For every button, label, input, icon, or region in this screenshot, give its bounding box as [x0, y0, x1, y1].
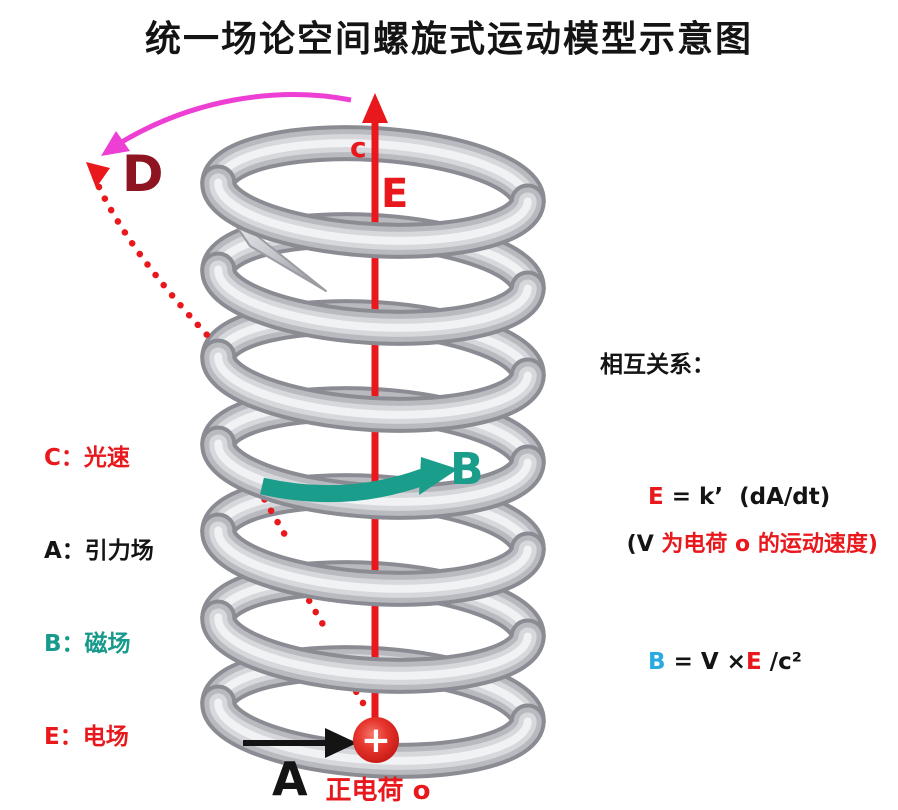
a-field-label: A: [272, 752, 308, 806]
velocity-note: (V 为电荷 o 的运动速度): [626, 532, 878, 557]
positive-charge: [353, 717, 399, 763]
equation-e: E = k’ (dA/dt): [648, 484, 831, 510]
spring-coil-segment: [214, 439, 532, 506]
b-field-label: B: [450, 444, 484, 495]
spring-coil-segment: [214, 352, 532, 419]
b-rotation-arrow: [260, 468, 426, 503]
spiral-trajectory-dots-2: [292, 574, 329, 632]
legend-item-b: B：磁场: [44, 631, 131, 657]
relations-panel: 相互关系： E = k’ (dA/dt) B = V ×E /c² ∂ B/ ∂…: [600, 283, 877, 810]
positive-charge-caption: 正电荷 o: [326, 776, 431, 806]
spring-coil-segment: [214, 265, 532, 332]
b-rotation-arrowhead-icon: [419, 457, 458, 495]
spring-coil-segment: [214, 178, 532, 245]
d-rotation-arrowhead-icon: [101, 131, 130, 156]
page-title: 统一场论空间螺旋式运动模型示意图: [144, 19, 753, 60]
field-legend: C：光速 A：引力场 B：磁场 E：电场 D：核力场: [44, 381, 155, 810]
spring-coil-segment: [214, 526, 532, 593]
d-rotation-arrow: [110, 92, 352, 151]
legend-item-e: E：电场: [44, 724, 129, 750]
relations-heading: 相互关系：: [600, 352, 715, 378]
e-axis-arrowhead-icon: [362, 93, 388, 123]
spring-coil-segment: [214, 613, 532, 680]
e-field-label: E: [381, 171, 408, 217]
equation-b: B = V ×E /c²: [648, 649, 802, 675]
d-trajectory-arrowhead-icon: [86, 162, 110, 188]
a-arrowhead-icon: [325, 728, 357, 758]
legend-item-c: C：光速: [44, 445, 130, 471]
d-trajectory-dots: [95, 183, 212, 340]
positive-charge-plus: +: [361, 720, 391, 761]
legend-item-a: A：引力场: [44, 538, 154, 564]
spiral-trajectory-dots-1: [254, 484, 289, 539]
d-field-label: D: [122, 145, 164, 203]
c-axis-label: c: [350, 131, 367, 164]
equation-db-dt: ∂ B/ ∂ t = A×E/c²: [600, 778, 877, 810]
